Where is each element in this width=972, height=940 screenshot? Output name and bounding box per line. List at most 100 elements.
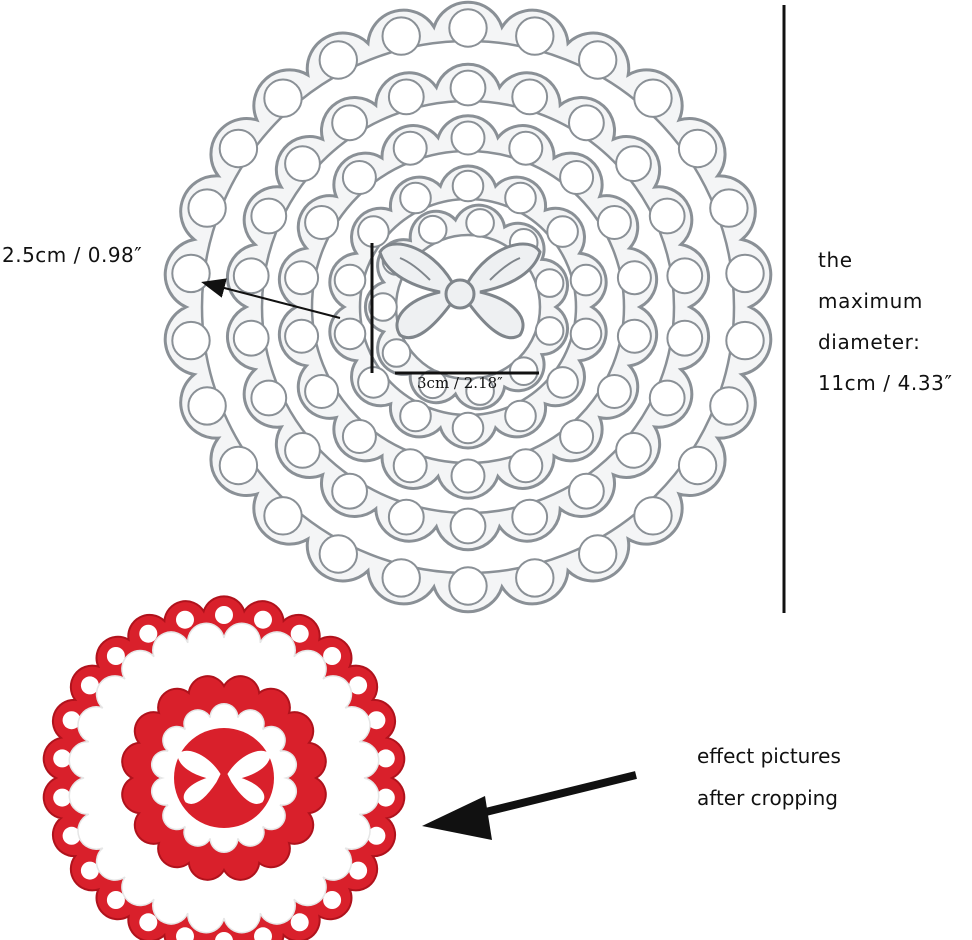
effect-caption: effect pictures after cropping: [697, 735, 841, 819]
red-scallop-hole: [376, 749, 395, 768]
red-scallop-hole: [215, 932, 233, 940]
scallop-window: [508, 356, 539, 387]
scallop-window: [546, 215, 579, 248]
scallop-window: [449, 69, 487, 107]
scallop-window: [666, 257, 704, 295]
scallop-window: [515, 16, 555, 56]
red-scallop-hole: [254, 927, 272, 940]
scallop-window: [451, 169, 485, 203]
red-scallop-hole: [349, 676, 368, 695]
red-scallop-hole: [215, 606, 233, 624]
scallop-window: [677, 128, 718, 169]
scallop-window: [448, 566, 488, 606]
red-scallop-hole: [323, 891, 342, 909]
scallop-window: [171, 320, 211, 361]
red-scallop-hole: [290, 913, 309, 932]
scallop-window: [568, 104, 605, 142]
scallop-window: [615, 432, 652, 469]
scallop-window: [709, 188, 749, 228]
scallop-window: [318, 40, 358, 80]
red-scallop-hole: [367, 826, 386, 845]
red-scallop-hole: [62, 826, 81, 845]
scallop-window: [333, 263, 367, 297]
scallop-window: [465, 376, 495, 406]
red-scallop-hole: [139, 913, 158, 932]
scallop-window: [569, 263, 603, 297]
scallop-window: [392, 130, 428, 166]
red-scallop-hole: [376, 788, 395, 807]
scallop-window: [504, 399, 537, 433]
scallop-window: [284, 145, 321, 183]
red-scallop-hole: [80, 676, 99, 695]
scallop-window: [232, 257, 270, 295]
scallop-window: [616, 260, 652, 296]
scallop-window: [368, 292, 398, 322]
scallop-window: [615, 145, 652, 183]
scallop-window: [725, 253, 765, 294]
scallop-window: [709, 386, 749, 426]
scallop-window: [304, 374, 340, 409]
scallop-window: [534, 316, 565, 346]
inner-width-label: 3cm / 2.18″: [417, 374, 503, 392]
red-scallop-hole: [254, 610, 272, 629]
scallop-window: [341, 419, 377, 454]
scallop-window: [333, 317, 367, 351]
scallop-window: [250, 379, 288, 417]
max-diameter-caption: the maximum diameter: 11cm / 4.33″: [818, 240, 953, 404]
scallop-window: [381, 16, 421, 56]
scallop-window: [633, 496, 673, 536]
scallop-window: [450, 458, 486, 494]
scallop-window: [508, 130, 544, 166]
scallop-window: [218, 128, 259, 169]
red-scallop-hole: [290, 624, 309, 643]
red-scallop-hole: [367, 711, 386, 730]
effect-arrowhead: [422, 796, 492, 840]
scallop-window: [331, 472, 369, 510]
scallop-window: [250, 197, 288, 235]
scallop-window: [568, 472, 605, 510]
scallop-window: [596, 374, 632, 409]
scallop-window: [648, 379, 686, 417]
scallop-window: [534, 268, 565, 298]
red-scallop-hole: [349, 861, 368, 880]
red-scallop-hole: [139, 624, 158, 643]
red-core-circle: [174, 728, 274, 828]
scallop-window: [331, 104, 369, 142]
max-diameter-line-1: the: [818, 248, 853, 272]
scallop-window: [318, 534, 358, 574]
scallop-window: [417, 214, 448, 245]
scallop-window: [284, 260, 320, 296]
effect-line-2: after cropping: [697, 786, 839, 810]
scallop-window: [381, 338, 412, 368]
scallop-window: [515, 558, 555, 598]
scallop-window: [381, 558, 421, 598]
scallop-window: [616, 318, 652, 354]
scallop-window: [508, 448, 544, 484]
scallop-window: [511, 78, 549, 116]
scallop-window: [392, 448, 428, 484]
scallop-window: [451, 411, 485, 445]
red-scallop-hole: [106, 891, 125, 909]
scallop-window: [648, 197, 686, 235]
scallop-window: [559, 419, 595, 454]
scallop-window: [511, 498, 549, 536]
scallop-window: [465, 208, 495, 238]
scallop-window: [232, 319, 270, 357]
scallop-window: [725, 320, 765, 361]
scallop-window: [171, 253, 211, 294]
red-scallop-hole: [176, 610, 194, 629]
scallop-window: [677, 445, 718, 486]
scallop-window: [341, 160, 377, 195]
scallop-window: [569, 317, 603, 351]
scallop-window: [284, 318, 320, 354]
scallop-window: [399, 399, 432, 433]
red-cut-paper: [42, 595, 406, 940]
scallop-window: [450, 120, 486, 156]
red-scallop-hole: [62, 711, 81, 730]
red-scallop-hole: [53, 749, 72, 768]
max-diameter-line-3: diameter:: [818, 330, 921, 354]
scallop-window: [633, 78, 673, 118]
scallop-window: [304, 205, 340, 240]
scallop-window: [578, 534, 618, 574]
scallop-window: [387, 498, 425, 536]
